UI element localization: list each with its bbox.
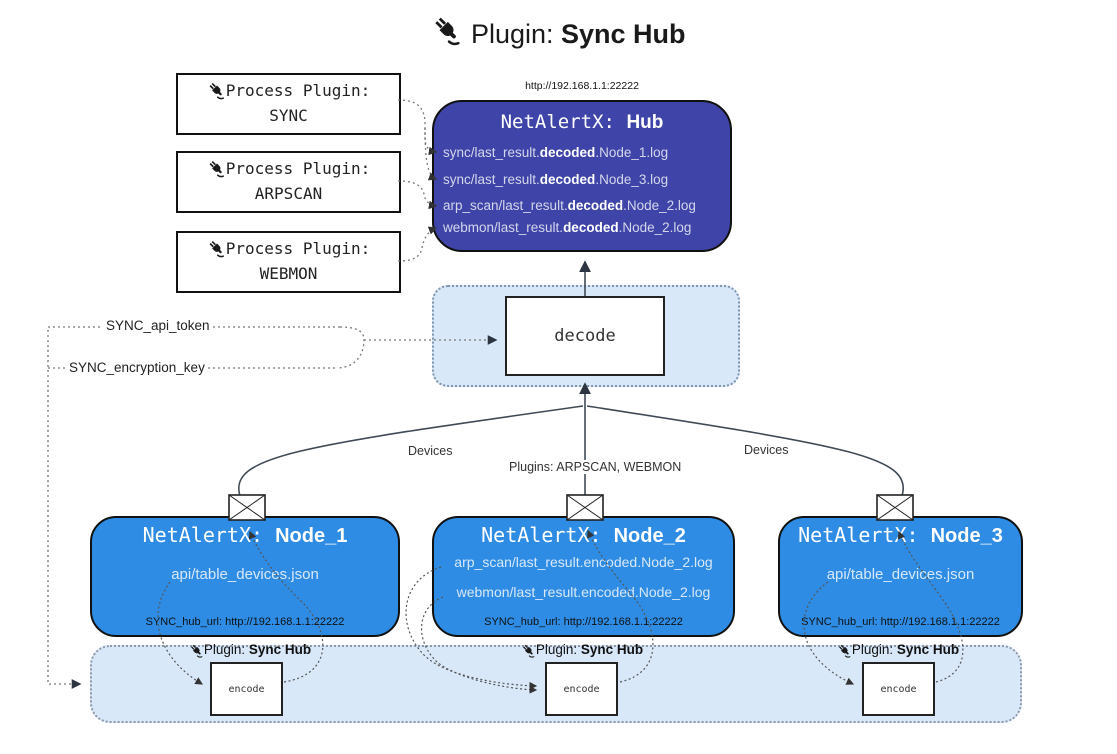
- plug-icon: [207, 82, 226, 101]
- hub-log-line: webmon/last_result.decoded.Node_2.log: [443, 220, 692, 235]
- process-plugin-arpscan: Process Plugin: ARPSCAN: [176, 151, 401, 213]
- node2-title: NetAlertX: Node_2: [481, 523, 686, 547]
- process-plugin-arpscan-label: Process Plugin:: [178, 157, 399, 182]
- page-title: Plugin: Sync Hub: [0, 16, 1117, 50]
- process-plugin-sync-name: SYNC: [269, 106, 308, 125]
- edge-label-devices-left: Devices: [404, 444, 457, 458]
- hub-log-line: sync/last_result.decoded.Node_3.log: [443, 172, 669, 187]
- plug-icon: [431, 16, 463, 48]
- node3-footer: SYNC_hub_url: http://192.168.1.1:22222: [801, 616, 1000, 628]
- node1-footer: SYNC_hub_url: http://192.168.1.1:22222: [145, 616, 345, 628]
- envelope-icon: [566, 494, 604, 521]
- edge-arpscan-to-hub: [397, 180, 438, 210]
- hub-title: NetAlertX: Hub: [500, 111, 664, 133]
- process-plugin-sync: Process Plugin: SYNC: [176, 73, 401, 135]
- encode-section-label: Plugin: Sync Hub: [180, 642, 320, 659]
- node3-title: NetAlertX: Node_3: [798, 523, 1003, 547]
- node1-file: api/table_devices.json: [171, 566, 319, 583]
- process-plugin-arpscan-name: ARPSCAN: [254, 184, 323, 203]
- hub-url: http://192.168.1.1:22222: [525, 80, 639, 92]
- edge-label-plugins: Plugins: ARPSCAN, WEBMON: [505, 460, 686, 474]
- encode-box-node2: encode: [545, 662, 618, 716]
- node3-file: api/table_devices.json: [826, 566, 975, 583]
- encode-box-node1: encode: [210, 662, 283, 716]
- node2-log-line: webmon/last_result.encoded.Node_2.log: [456, 584, 711, 600]
- edge-label-devices-right: Devices: [740, 443, 793, 457]
- process-plugin-webmon: Process Plugin: WEBMON: [176, 231, 401, 293]
- edge-token-bracket-corner: [337, 326, 365, 369]
- page-title-prefix: Plugin:: [470, 19, 562, 49]
- hub-log-line: sync/last_result.decoded.Node_1.log: [443, 145, 669, 160]
- decode-label: decode: [554, 326, 616, 346]
- encode-section-label: Plugin: Sync Hub: [512, 642, 652, 659]
- plug-icon: [837, 644, 852, 659]
- plug-icon: [207, 240, 226, 259]
- process-plugin-sync-label: Process Plugin:: [178, 79, 399, 104]
- sync-api-token-label: SYNC_api_token: [103, 318, 213, 333]
- envelope-icon: [228, 494, 266, 521]
- plug-icon: [521, 644, 536, 659]
- envelope-icon: [876, 494, 914, 521]
- node2-footer: SYNC_hub_url: http://192.168.1.1:22222: [484, 616, 683, 628]
- sync-encryption-key-label: SYNC_encryption_key: [66, 360, 208, 375]
- plug-icon: [207, 160, 226, 179]
- encode-box-node3: encode: [862, 662, 935, 716]
- decode-box: decode: [505, 296, 665, 376]
- plug-icon: [189, 644, 204, 659]
- hub-box: [432, 100, 732, 252]
- process-plugin-webmon-label: Process Plugin:: [178, 237, 399, 262]
- node2-log-line: arp_scan/last_result.encoded.Node_2.log: [454, 554, 713, 570]
- edge-sync-to-hub-1: [397, 99, 438, 156]
- encode-section-label: Plugin: Sync Hub: [828, 642, 968, 659]
- edge-webmon-to-hub: [397, 226, 438, 262]
- process-plugin-webmon-name: WEBMON: [259, 264, 318, 283]
- node1-title: NetAlertX: Node_1: [142, 523, 348, 547]
- page-title-bold: Sync Hub: [561, 19, 686, 49]
- hub-log-line: arp_scan/last_result.decoded.Node_2.log: [443, 198, 696, 213]
